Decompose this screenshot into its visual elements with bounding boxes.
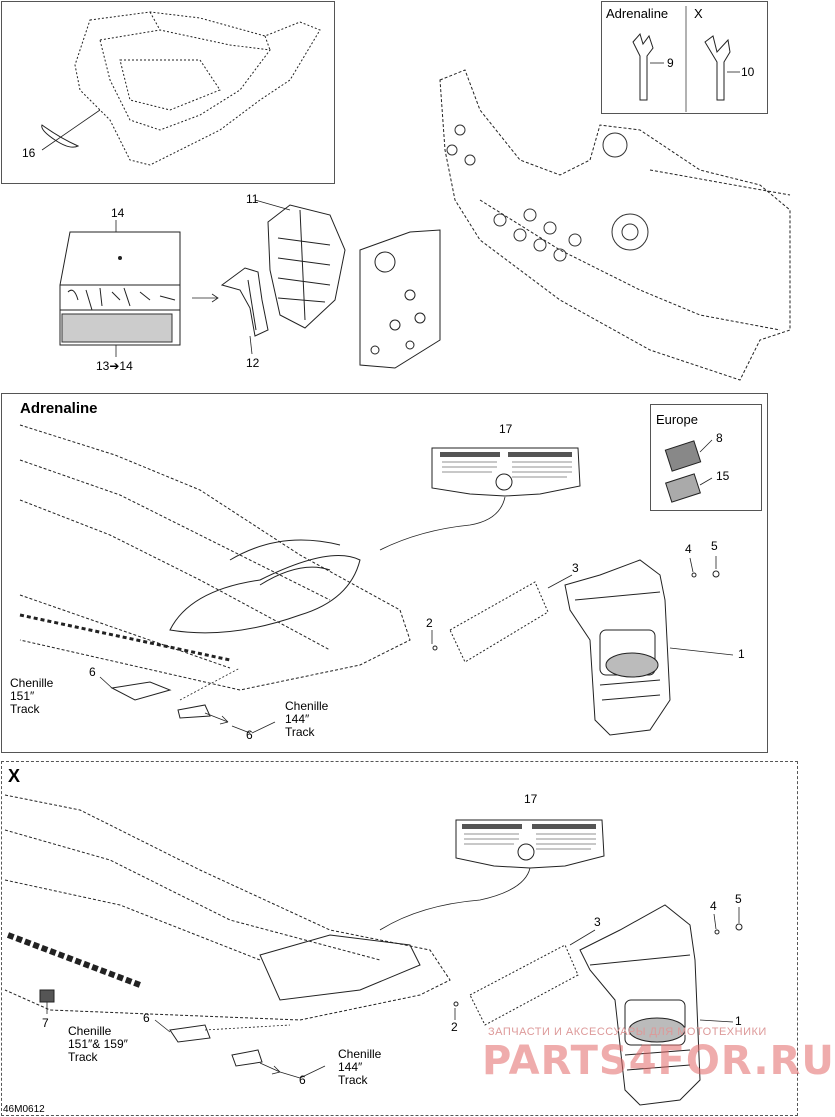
x-title: X xyxy=(8,766,21,786)
callout-x-17: 17 xyxy=(524,792,538,806)
wrench-drawing-x xyxy=(704,35,740,101)
tool-strap-drawing xyxy=(220,267,269,337)
a-track-label-short: Chenille 144″ Track xyxy=(285,699,329,739)
x-tunnel-drawing xyxy=(4,794,451,1021)
panel-wrench-inserts xyxy=(601,1,768,114)
callout-a-17: 17 xyxy=(499,422,513,436)
x-track-rail xyxy=(6,932,142,988)
panel-adrenaline xyxy=(1,393,768,753)
callout-x-3: 3 xyxy=(594,915,601,929)
adrenaline-tunnel-drawing xyxy=(19,424,411,691)
seat-tray-drawing xyxy=(74,11,321,166)
callout-x-2: 2 xyxy=(451,1020,458,1034)
callout-12: 12 xyxy=(246,356,260,370)
frame-tunnel-drawing xyxy=(439,69,791,381)
callout-a-6-top: 6 xyxy=(89,665,96,679)
a-track-label-long: Chenille 151″ Track xyxy=(10,676,54,716)
x-mudflap-drawing xyxy=(579,904,701,1106)
callout-13-14: 13➔14 xyxy=(96,359,133,373)
panel-europe xyxy=(650,404,762,511)
adrenaline-mudflap-drawing xyxy=(564,559,671,736)
adrenaline-track-rail xyxy=(19,613,231,662)
reflector-15-drawing xyxy=(665,473,701,503)
callout-a-6-bottom: 6 xyxy=(246,728,253,742)
part-16-strap xyxy=(41,124,80,148)
callout-14: 14 xyxy=(111,206,125,220)
panel-seat-compartment xyxy=(1,1,335,184)
callout-10: 10 xyxy=(741,65,755,79)
callout-a-5: 5 xyxy=(711,539,718,553)
callout-x-6-top: 6 xyxy=(143,1011,150,1025)
callout-x-7: 7 xyxy=(42,1016,49,1030)
bracket-plate-drawing xyxy=(359,229,441,369)
exploded-parts-drawing xyxy=(4,6,791,1106)
callout-a-3: 3 xyxy=(572,561,579,575)
toolkit-drawing xyxy=(59,231,181,346)
callout-x-5: 5 xyxy=(735,892,742,906)
adrenaline-decal-17-drawing xyxy=(431,447,581,497)
adrenaline-title: Adrenaline xyxy=(20,400,98,417)
callout-11: 11 xyxy=(246,192,259,206)
adrenaline-bumper-loop xyxy=(169,555,361,634)
callout-a-4: 4 xyxy=(685,542,692,556)
x-decal-17-drawing xyxy=(455,819,605,869)
panel-x xyxy=(1,761,798,1116)
adrenaline-plate-3-drawing xyxy=(449,581,549,663)
watermark-tagline: ЗАПЧАСТИ И АКСЕССУАРЫ ДЛЯ МОТОТЕХНИКИ xyxy=(488,1026,767,1038)
callout-16: 16 xyxy=(22,146,36,160)
watermark-logo: PARTS4FOR.RU xyxy=(482,1038,835,1084)
tool-holder-drawing xyxy=(267,204,346,329)
europe-title: Europe xyxy=(656,412,698,427)
insert-header-x: X xyxy=(694,6,703,21)
callout-x-4: 4 xyxy=(710,899,717,913)
reflector-8-drawing xyxy=(664,440,702,472)
callout-x-1: 1 xyxy=(735,1014,742,1028)
x-track-label-short: Chenille 144″ Track xyxy=(338,1047,382,1087)
wrench-drawing-adrenaline xyxy=(632,32,664,101)
figure-code: 46M0612 xyxy=(3,1104,45,1115)
x-track-label-long: Chenille 151″& 159″ Track xyxy=(68,1024,128,1064)
frame-holes xyxy=(446,124,649,262)
callout-9: 9 xyxy=(667,56,674,70)
x-plate-3-drawing xyxy=(469,944,579,1026)
callout-a-2: 2 xyxy=(426,616,433,630)
callout-x-6-bottom: 6 xyxy=(299,1073,306,1087)
callout-a-15: 15 xyxy=(716,469,730,483)
callout-a-1: 1 xyxy=(738,647,745,661)
callout-a-8: 8 xyxy=(716,431,723,445)
insert-header-adrenaline: Adrenaline xyxy=(606,6,669,21)
